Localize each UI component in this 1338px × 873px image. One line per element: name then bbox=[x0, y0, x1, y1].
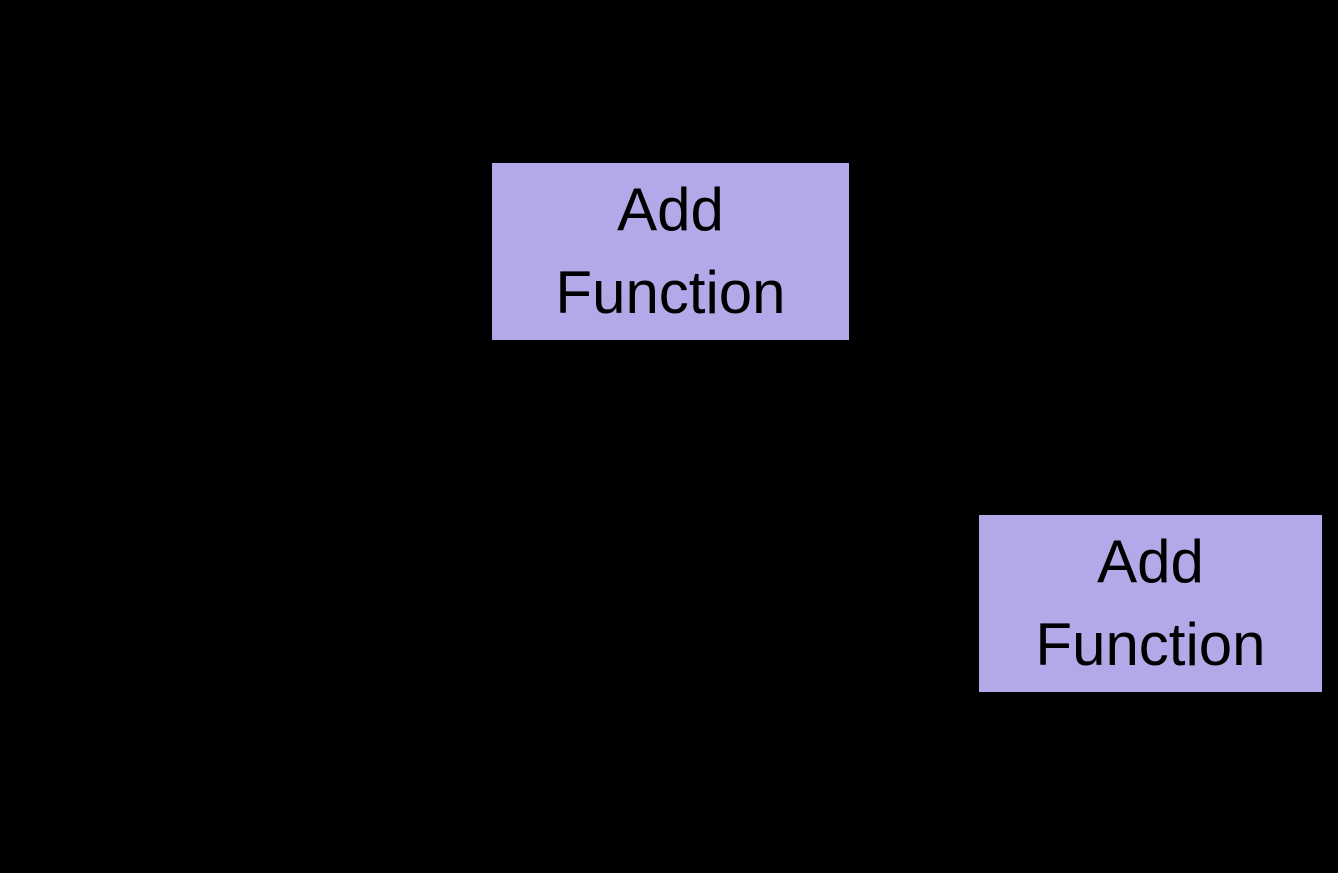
node-add-function-2-label: Add Function bbox=[1035, 527, 1266, 678]
node-add-function-1[interactable]: Add Function bbox=[492, 163, 849, 340]
node-add-function-1-label: Add Function bbox=[555, 175, 786, 326]
node-add-function-2[interactable]: Add Function bbox=[979, 515, 1322, 692]
